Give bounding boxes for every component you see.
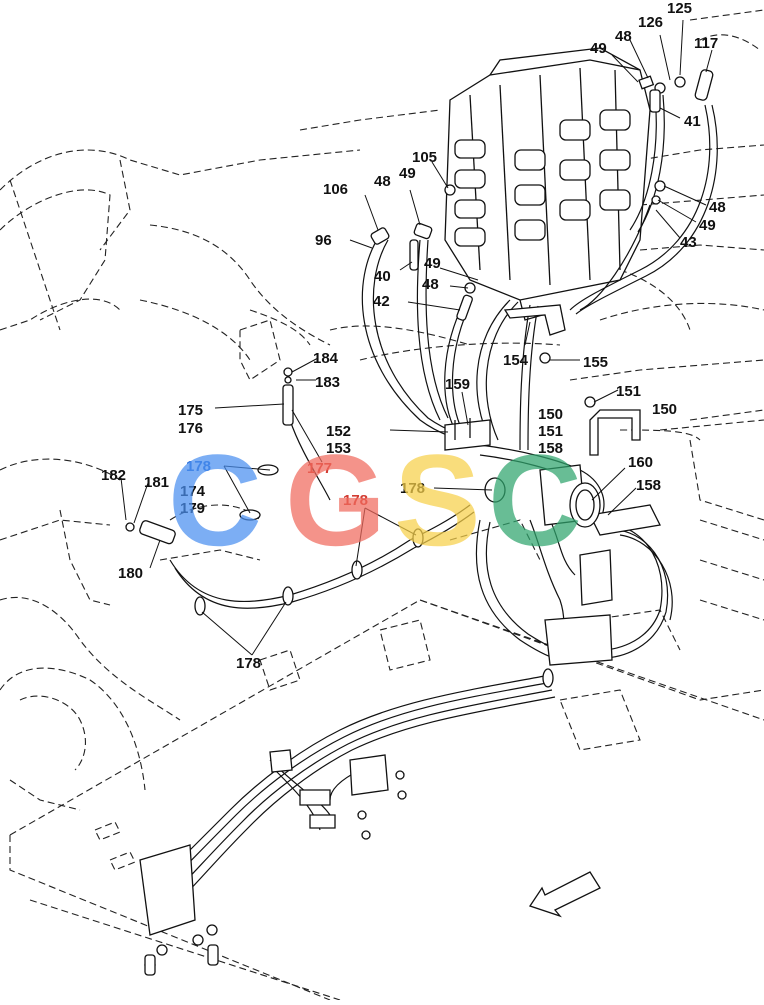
- label-183: 183: [315, 374, 340, 391]
- label-179: 179: [180, 500, 205, 517]
- label-150: 150: [652, 401, 677, 418]
- label-150: 150: [538, 406, 563, 423]
- watermark-letter-s: S: [394, 427, 481, 573]
- label-96: 96: [315, 232, 332, 249]
- label-174: 174: [180, 483, 206, 500]
- leader-lines: [120, 19, 713, 656]
- direction-arrow-icon: [528, 871, 601, 918]
- label-42: 42: [373, 293, 390, 310]
- label-181: 181: [144, 474, 169, 491]
- label-48: 48: [374, 173, 391, 190]
- label-176: 176: [178, 420, 203, 437]
- control-valve-block: [444, 47, 651, 321]
- label-125: 125: [667, 0, 692, 17]
- label-151: 151: [616, 383, 641, 400]
- label-49: 49: [399, 165, 416, 182]
- label-48: 48: [422, 276, 439, 293]
- label-158: 158: [538, 440, 563, 457]
- label-178: 178: [186, 458, 211, 475]
- label-106: 106: [323, 181, 348, 198]
- label-184: 184: [313, 350, 339, 367]
- watermark-letter-c2: C: [488, 427, 582, 573]
- label-48: 48: [615, 28, 632, 45]
- label-154: 154: [503, 352, 529, 369]
- label-49: 49: [699, 217, 716, 234]
- label-151: 151: [538, 423, 563, 440]
- label-105: 105: [412, 149, 437, 166]
- label-126: 126: [638, 14, 663, 31]
- label-177: 177: [307, 460, 332, 477]
- label-160: 160: [628, 454, 653, 471]
- label-175: 175: [178, 402, 203, 419]
- label-41: 41: [684, 113, 701, 130]
- watermark-letter-c1: C: [168, 427, 262, 573]
- label-153: 153: [326, 440, 351, 457]
- floor-plate: [9, 419, 764, 1001]
- watermark-letter-g: G: [285, 427, 386, 573]
- label-178: 178: [343, 492, 368, 509]
- label-49: 49: [590, 40, 607, 57]
- label-152: 152: [326, 423, 351, 440]
- label-180: 180: [118, 565, 143, 582]
- label-178: 178: [400, 480, 425, 497]
- cgsc-watermark-logo: C G S C: [168, 427, 582, 573]
- hose-bundle: [159, 94, 718, 901]
- label-178: 178: [236, 655, 261, 672]
- label-155: 155: [583, 354, 608, 371]
- label-117: 117: [694, 35, 718, 52]
- label-182: 182: [101, 467, 126, 484]
- label-49: 49: [424, 255, 441, 272]
- label-43: 43: [680, 234, 697, 251]
- bracket-parts: [139, 304, 661, 936]
- part-number-labels: 125 126 48 49 117 41 105 48 49 106 96 40…: [101, 0, 726, 672]
- machine-frame-outline: [0, 9, 764, 811]
- label-159: 159: [445, 376, 470, 393]
- label-40: 40: [374, 268, 391, 285]
- label-158: 158: [636, 477, 661, 494]
- label-48: 48: [709, 199, 726, 216]
